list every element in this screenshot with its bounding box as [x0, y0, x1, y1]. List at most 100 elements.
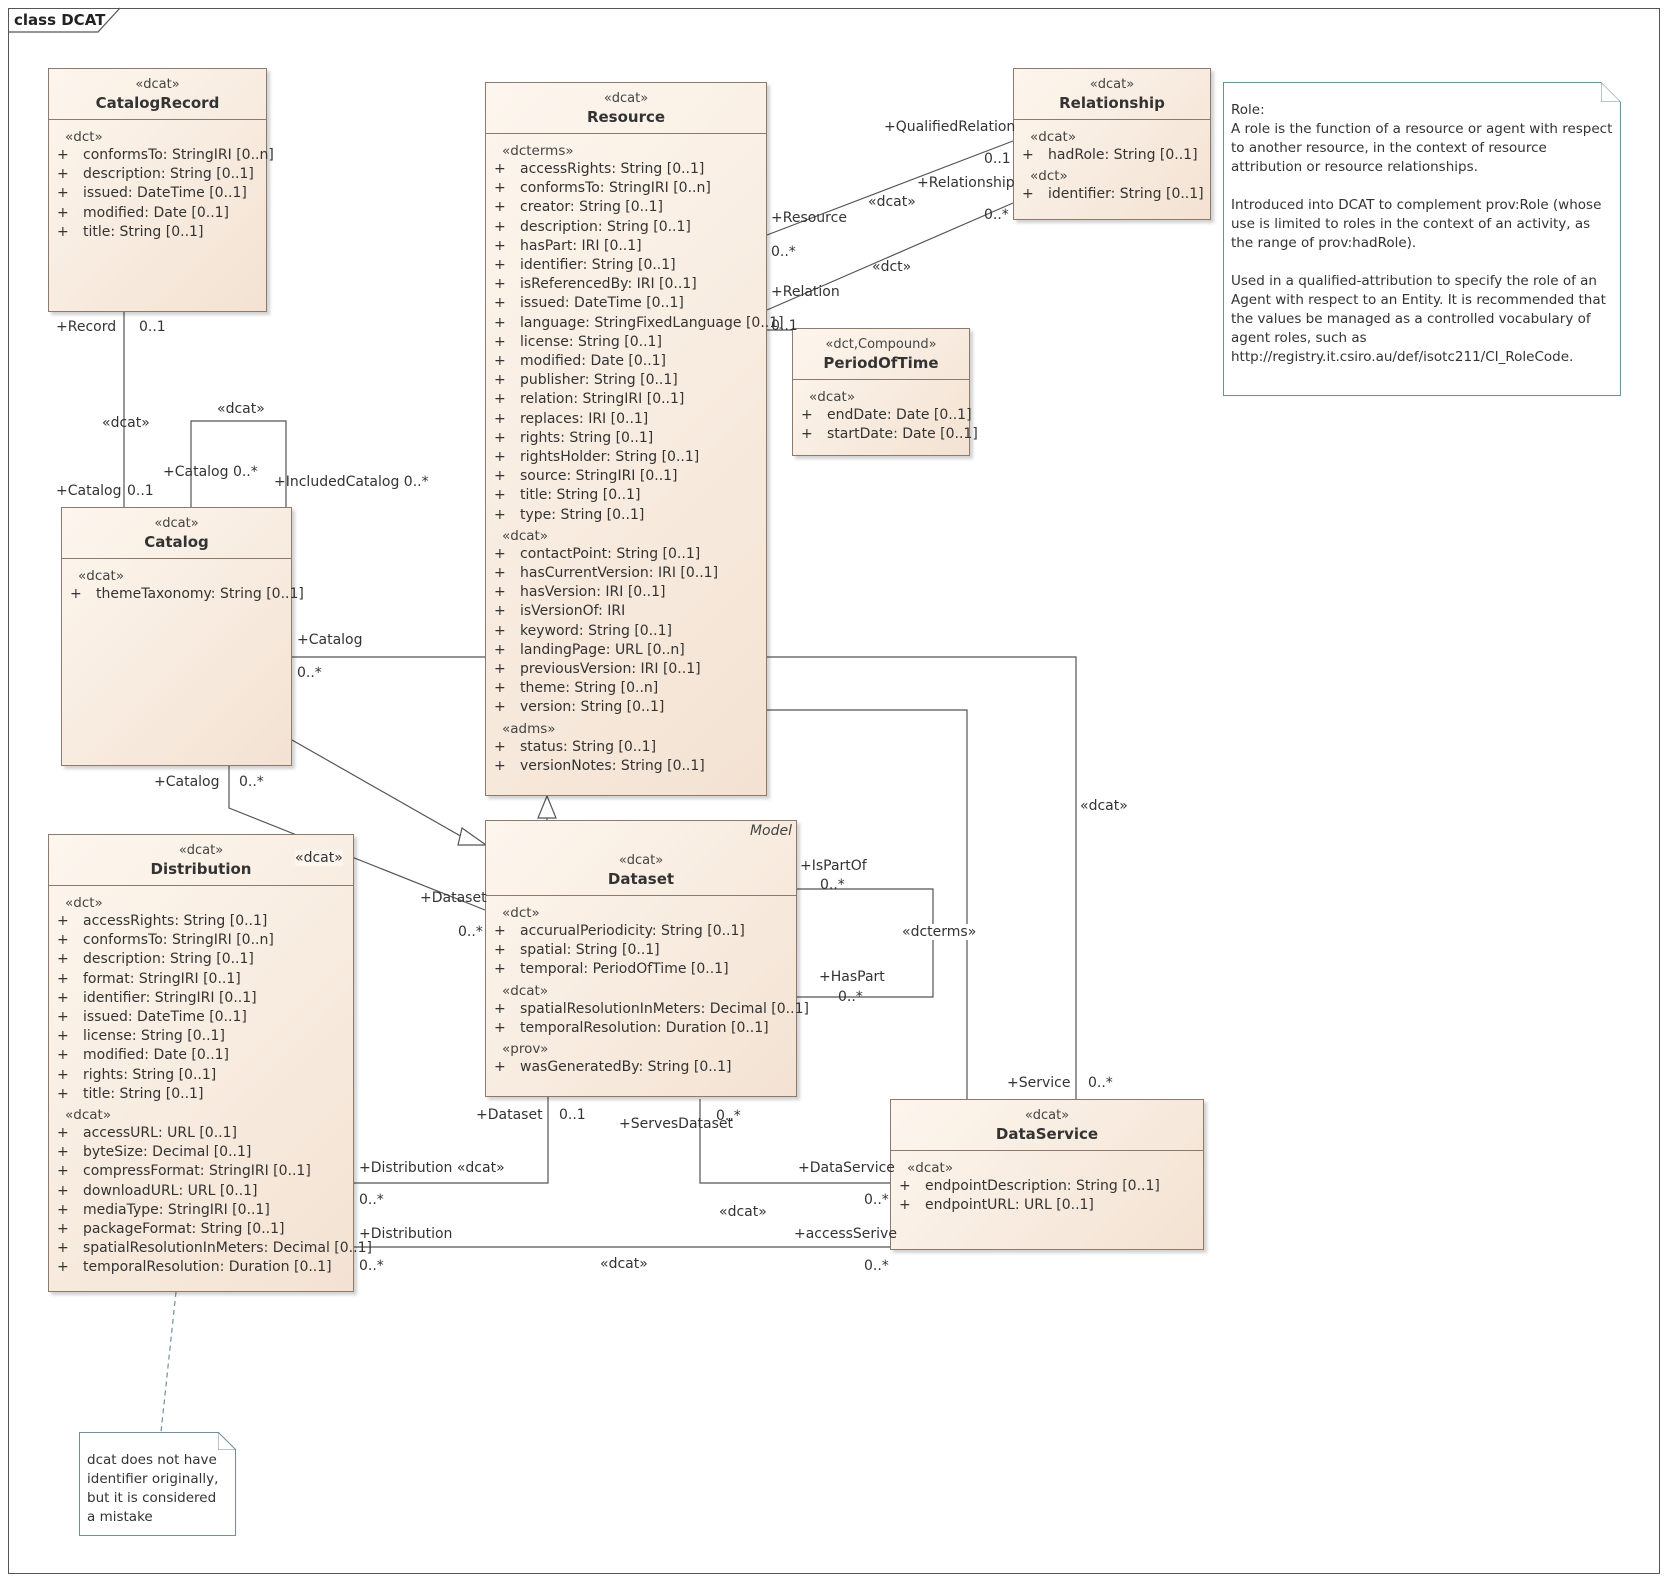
- stereotype-group-label: «dcat»: [1030, 129, 1077, 145]
- class-distribution[interactable]: «dcat» Distribution «dct»+accessRights: …: [48, 834, 372, 1292]
- attributes: «dct»+accessRights: String [0..1]+confor…: [49, 886, 372, 1282]
- attribute-row: +conformsTo: StringIRI [0..n]: [492, 179, 762, 198]
- attribute-text: wasGeneratedBy: String [0..1]: [520, 1059, 732, 1076]
- attribute-row: +hasCurrentVersion: IRI [0..1]: [492, 564, 762, 583]
- attribute-text: relation: StringIRI [0..1]: [520, 391, 685, 408]
- attribute-row: +endpointURL: URL [0..1]: [897, 1196, 1199, 1215]
- attribute-row: +identifier: String [0..1]: [1020, 185, 1206, 204]
- attribute-text: rightsHolder: String [0..1]: [520, 449, 700, 466]
- public-visibility-icon: +: [494, 565, 506, 582]
- public-visibility-icon: +: [494, 757, 506, 774]
- attribute-row: +title: String [0..1]: [55, 223, 262, 242]
- class-catalog-record[interactable]: «dcat» CatalogRecord «dct»+conformsTo: S…: [48, 68, 274, 312]
- label-is-part-of: +IsPartOf: [800, 858, 867, 874]
- public-visibility-icon: +: [494, 923, 506, 939]
- attribute-text: startDate: Date [0..1]: [827, 426, 978, 443]
- public-visibility-icon: +: [494, 1059, 506, 1076]
- class-dataset[interactable]: Model «dcat» Dataset «dct»+accurualPerio…: [485, 820, 809, 1097]
- attribute-text: spatial: String [0..1]: [520, 942, 660, 959]
- label-catalog-dataset-role: +Catalog: [154, 774, 220, 790]
- stereotype: «dcat»: [603, 91, 649, 106]
- public-visibility-icon: +: [494, 218, 506, 235]
- attribute-row: +accessRights: String [0..1]: [55, 912, 349, 931]
- label-access-service: +accessSerive: [794, 1226, 897, 1242]
- attribute-row: + accessURL: URL [0..1]: [55, 1124, 349, 1143]
- class-resource[interactable]: «dcat» Resource «dcterms»+accessRights: …: [485, 82, 784, 796]
- attributes: «dct»+accurualPeriodicity: String [0..1]…: [486, 896, 809, 1081]
- attribute-row: +type: String [0..1]: [492, 506, 762, 525]
- assoc-dataset-self: [797, 888, 934, 998]
- public-visibility-icon: +: [494, 449, 506, 466]
- model-tag: Model: [749, 823, 792, 839]
- public-visibility-icon: +: [57, 1125, 69, 1142]
- attribute-row: +endpointDescription: String [0..1]: [897, 1177, 1199, 1196]
- assoc-catalog-dataset: [228, 766, 486, 911]
- attribute-row: +previousVersion: IRI [0..1]: [492, 660, 762, 679]
- attribute-row: +packageFormat: String [0..1]: [55, 1220, 349, 1239]
- attribute-text: temporal: PeriodOfTime [0..1]: [520, 961, 729, 978]
- class-relationship[interactable]: «dcat» Relationship «dcat»+hadRole: Stri…: [1013, 68, 1211, 220]
- public-visibility-icon: +: [57, 166, 69, 183]
- attribute-row: +versionNotes: String [0..1]: [492, 757, 762, 776]
- public-visibility-icon: +: [494, 699, 506, 716]
- attribute-text: modified: Date [0..1]: [83, 204, 230, 221]
- label-service-mult: 0..*: [1088, 1075, 1113, 1091]
- attribute-row: +title: String [0..1]: [55, 1085, 349, 1104]
- attribute-text: title: String [0..1]: [83, 223, 204, 240]
- class-period-of-time[interactable]: «dct,Compound» PeriodOfTime «dcat»+endDa…: [792, 328, 978, 456]
- note-anchor-line: [160, 1291, 177, 1433]
- label-resource-mult: 0..*: [771, 244, 796, 260]
- attribute-text: description: String [0..1]: [83, 166, 254, 183]
- class-data-service[interactable]: «dcat» DataService «dcat»+endpointDescri…: [890, 1099, 1204, 1250]
- stereotype: «dcat»: [618, 853, 664, 868]
- attribute-row: +keyword: String [0..1]: [492, 622, 762, 641]
- attribute-row: +publisher: String [0..1]: [492, 371, 762, 390]
- attribute-text: byteSize: Decimal [0..1]: [83, 1144, 252, 1161]
- public-visibility-icon: +: [57, 932, 69, 949]
- attributes: «dct»+conformsTo: StringIRI [0..n]+descr…: [49, 120, 274, 246]
- attribute-text: accessURL: URL [0..1]: [83, 1125, 237, 1142]
- attribute-text: temporalResolution: Duration [0..1]: [83, 1259, 332, 1276]
- stereotype: «dcat»: [1024, 1108, 1070, 1123]
- label-record-role: +Record: [56, 319, 117, 335]
- attribute-text: conformsTo: StringIRI [0..n]: [83, 932, 274, 949]
- public-visibility-icon: +: [57, 204, 69, 221]
- attribute-row: +modified: Date [0..1]: [492, 352, 762, 371]
- attribute-text: hasVersion: IRI [0..1]: [520, 584, 666, 601]
- assoc-resource-relationship: [766, 140, 1014, 236]
- public-visibility-icon: +: [494, 276, 506, 293]
- public-visibility-icon: +: [494, 603, 506, 620]
- public-visibility-icon: +: [899, 1197, 911, 1214]
- diagram-frame: [8, 8, 1660, 1574]
- class-catalog[interactable]: «dcat» Catalog «dcat»+themeTaxonomy: Str…: [61, 507, 304, 766]
- attribute-text: modified: Date [0..1]: [83, 1047, 230, 1064]
- attribute-row: + rightsHolder: String [0..1]: [492, 448, 762, 467]
- label-service-role: +Service: [1007, 1075, 1071, 1091]
- attribute-text: landingPage: URL [0..n]: [520, 641, 685, 658]
- attribute-text: accessRights: String [0..1]: [83, 913, 268, 929]
- gen-catalog-dataset: [291, 739, 465, 839]
- public-visibility-icon: +: [494, 738, 506, 755]
- label-distribution-mult2: 0..*: [359, 1258, 384, 1274]
- public-visibility-icon: +: [494, 680, 506, 697]
- label-dcat-service: «dcat»: [1080, 798, 1128, 814]
- stereotype-group-label: «dcat»: [502, 982, 549, 999]
- public-visibility-icon: +: [57, 1259, 69, 1276]
- attribute-row: +mediaType: StringIRI [0..1]: [55, 1201, 349, 1220]
- attribute-row: + wasGeneratedBy: String [0..1]: [492, 1058, 792, 1077]
- attribute-text: spatialResolutionInMeters: Decimal [0..1…: [83, 1240, 372, 1257]
- note-fold-icon: [1601, 82, 1621, 102]
- stereotype-group-label: «dcat»: [78, 568, 125, 584]
- public-visibility-icon: +: [494, 295, 506, 312]
- attribute-text: conformsTo: StringIRI [0..n]: [83, 147, 274, 163]
- attribute-row: +hasPart: IRI [0..1]: [492, 237, 762, 256]
- attribute-text: isVersionOf: IRI: [520, 603, 626, 620]
- stereotype: «dcat»: [135, 77, 180, 92]
- label-catalog-role-top: +Catalog: [56, 483, 122, 499]
- attribute-text: compressFormat: StringIRI [0..1]: [83, 1163, 311, 1180]
- label-record-mult: 0..1: [139, 319, 166, 335]
- attribute-row: +issued: DateTime [0..1]: [55, 184, 262, 203]
- public-visibility-icon: +: [57, 1144, 69, 1161]
- attribute-text: keyword: String [0..1]: [520, 622, 672, 639]
- attributes: «dcterms»+accessRights: String [0..1]+co…: [486, 134, 784, 780]
